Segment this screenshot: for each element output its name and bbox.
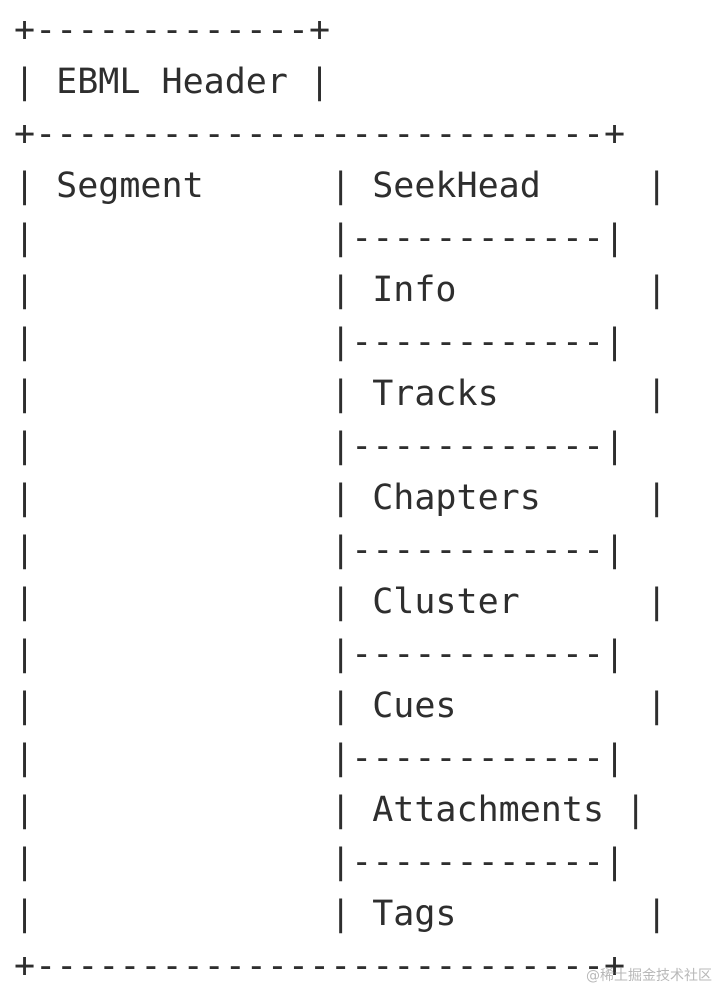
attachments-row: | | Attachments | bbox=[14, 790, 647, 830]
separator-row: | |------------| bbox=[14, 634, 626, 674]
chapters-row: | | Chapters | bbox=[14, 478, 668, 518]
segment-top-border: +---------------------------+ bbox=[14, 114, 626, 154]
watermark-text: @稀土掘金技术社区 bbox=[586, 968, 712, 984]
segment-bottom-border: +---------------------------+ bbox=[14, 946, 626, 986]
separator-row: | |------------| bbox=[14, 322, 626, 362]
info-row: | | Info | bbox=[14, 270, 668, 310]
separator-row: | |------------| bbox=[14, 426, 626, 466]
separator-row: | |------------| bbox=[14, 530, 626, 570]
header-top-border: +-------------+ bbox=[14, 10, 331, 50]
segment-seekhead-row: | Segment | SeekHead | bbox=[14, 166, 668, 206]
tracks-row: | | Tracks | bbox=[14, 374, 668, 414]
separator-row: | |------------| bbox=[14, 218, 626, 258]
ebml-header-row: | EBML Header | bbox=[14, 62, 331, 102]
cluster-row: | | Cluster | bbox=[14, 582, 668, 622]
separator-row: | |------------| bbox=[14, 738, 626, 778]
separator-row: | |------------| bbox=[14, 842, 626, 882]
tags-row: | | Tags | bbox=[14, 894, 668, 934]
cues-row: | | Cues | bbox=[14, 686, 668, 726]
